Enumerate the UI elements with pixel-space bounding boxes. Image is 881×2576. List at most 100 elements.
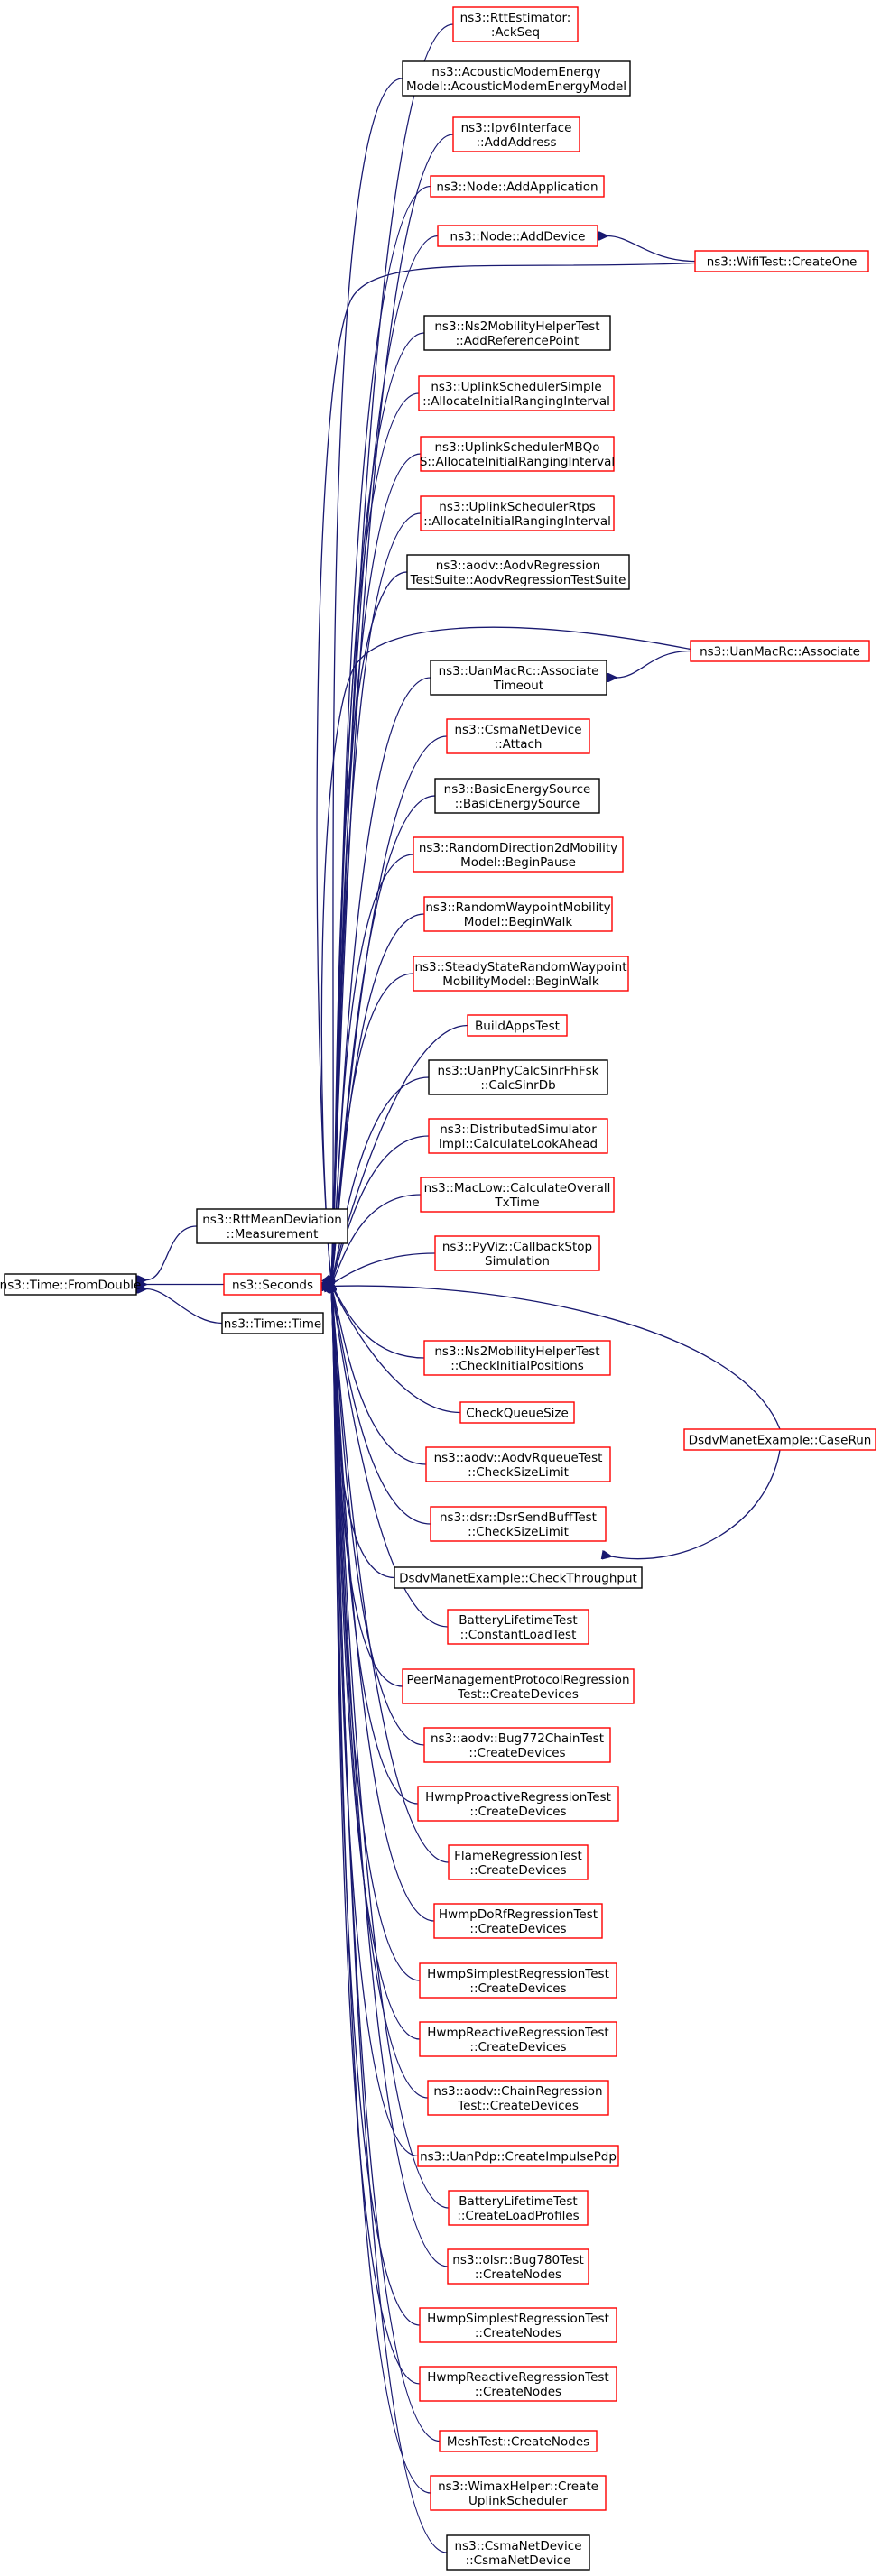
node-bug772[interactable]: ns3::aodv::Bug772ChainTest::CreateDevice… [423, 1727, 611, 1763]
node-ulrtps[interactable]: ns3::UplinkSchedulerRtps::AllocateInitia… [420, 495, 615, 531]
node-wificreateone[interactable]: ns3::WifiTest::CreateOne [694, 250, 869, 272]
node-box [419, 2366, 617, 2402]
node-distsim[interactable]: ns3::DistributedSimulatorImpl::Calculate… [428, 1118, 608, 1154]
node-label-line: ns3::UanMacRc::Associate [700, 645, 860, 660]
node-seconds[interactable]: ns3::Seconds [223, 1273, 322, 1296]
node-checkqueue[interactable]: CheckQueueSize [459, 1401, 575, 1424]
node-box [433, 1903, 603, 1939]
node-label-line: ::AddReferencePoint [456, 334, 580, 348]
node-label-line: ns3::dsr::DsrSendBuffTest [440, 1510, 597, 1525]
node-label-line: Impl::CalculateLookAhead [439, 1137, 598, 1151]
node-addapp[interactable]: ns3::Node::AddApplication [430, 175, 605, 198]
node-label-line: ::Measurement [227, 1227, 319, 1242]
node-box [430, 175, 605, 198]
node-steadystate[interactable]: ns3::SteadyStateRandomWaypointMobilityMo… [413, 956, 629, 992]
node-box [446, 2534, 590, 2571]
node-ackseq[interactable]: ns3::RttEstimator::AckSeq [452, 6, 579, 42]
node-battconst[interactable]: BatteryLifetimeTest::ConstantLoadTest [447, 1609, 589, 1645]
node-dsdvcaserun[interactable]: DsdvManetExample::CaseRun [683, 1428, 876, 1451]
node-box [413, 836, 624, 873]
node-label-line: ns3::CsmaNetDevice [454, 2539, 581, 2553]
node-box [446, 718, 590, 754]
node-label-line: ns3::UplinkSchedulerMBQo [435, 440, 600, 455]
node-acoustic: ns3::AcousticModemEnergyModel::AcousticM… [402, 60, 631, 97]
node-uanassoc[interactable]: ns3::UanMacRc::Associate [690, 640, 870, 662]
node-battload[interactable]: BatteryLifetimeTest::CreateLoadProfiles [448, 2190, 589, 2226]
node-adddevice[interactable]: ns3::Node::AddDevice [437, 225, 598, 247]
node-label-line: TestSuite::AodvRegressionTestSuite [410, 573, 626, 587]
node-peermgmt[interactable]: PeerManagementProtocolRegressionTest::Cr… [402, 1668, 635, 1704]
node-box [425, 1446, 611, 1482]
edge-wimax-to-seconds [331, 1290, 431, 2494]
node-box [467, 1014, 568, 1037]
node-label-line: ::CheckSizeLimit [468, 1525, 569, 1539]
node-ulsimple[interactable]: ns3::UplinkSchedulerSimple::AllocateInit… [418, 375, 615, 411]
node-label-line: ns3::RttMeanDeviation [202, 1213, 342, 1227]
node-meshnodes[interactable]: MeshTest::CreateNodes [439, 2430, 598, 2452]
node-label-line: ns3::DistributedSimulator [440, 1122, 597, 1137]
node-box [223, 1273, 322, 1296]
node-label-line: ns3::aodv::Bug772ChainTest [431, 1731, 604, 1746]
node-box [419, 2021, 617, 2057]
node-label-line: ns3::Time::FromDouble [0, 1279, 141, 1293]
node-box [423, 1340, 611, 1376]
edge-uanassoc-to-uanassoctimeout [617, 650, 691, 679]
node-hwmpdorf[interactable]: HwmpDoRfRegressionTest::CreateDevices [433, 1903, 603, 1939]
node-label-line: S::AllocateInitialRangingInterval [420, 455, 615, 469]
node-label-line: ::CreateDevices [469, 1922, 566, 1936]
node-aodvchain[interactable]: ns3::aodv::ChainRegressionTest::CreateDe… [427, 2080, 609, 2116]
node-uanpdp[interactable]: ns3::UanPdp::CreateImpulsePdp [417, 2145, 619, 2167]
node-label-line: ::CheckInitialPositions [450, 1359, 584, 1373]
edge-dsdvcaserun-to-dsdvcheck [611, 1449, 781, 1559]
node-aodvrqueue[interactable]: ns3::aodv::AodvRqueueTest::CheckSizeLimi… [425, 1446, 611, 1482]
node-label-line: FlameRegressionTest [454, 1849, 582, 1863]
node-box [430, 660, 607, 696]
node-hwmpsimplest[interactable]: HwmpSimplestRegressionTest::CreateDevice… [419, 1962, 617, 1999]
node-box [423, 896, 613, 932]
node-box [413, 956, 629, 992]
node-label-line: Test::CreateDevices [457, 1687, 579, 1702]
node-label-line: DsdvManetExample::CaseRun [689, 1434, 872, 1448]
node-box [428, 1059, 608, 1095]
node-label-line: ns3::RandomDirection2dMobility [419, 841, 617, 855]
node-ns2check[interactable]: ns3::Ns2MobilityHelperTest::CheckInitial… [423, 1340, 611, 1376]
node-olsrbug[interactable]: ns3::olsr::Bug780Test::CreateNodes [447, 2248, 589, 2285]
node-hwmpreactive[interactable]: HwmpReactiveRegressionTest::CreateDevice… [419, 2021, 617, 2057]
node-box [420, 1177, 615, 1213]
node-box [4, 1273, 137, 1296]
node-label-line: ns3::AcousticModemEnergy [431, 65, 600, 79]
node-randdir[interactable]: ns3::RandomDirection2dMobilityModel::Beg… [413, 836, 624, 873]
node-label-line: ns3::Node::AddDevice [450, 230, 586, 245]
node-hwmpsimplestnodes[interactable]: HwmpSimplestRegressionTest::CreateNodes [419, 2307, 617, 2343]
node-box [418, 375, 615, 411]
node-hwmpreactivenodes[interactable]: HwmpReactiveRegressionTest::CreateNodes [419, 2366, 617, 2402]
node-label-line: ns3::Seconds [232, 1279, 313, 1293]
node-csmaattach[interactable]: ns3::CsmaNetDevice::Attach [446, 718, 590, 754]
node-label-line: ns3::aodv::AodvRegression [436, 559, 600, 573]
node-box [420, 495, 615, 531]
node-randway[interactable]: ns3::RandomWaypointMobilityModel::BeginW… [423, 896, 613, 932]
node-dsrsend[interactable]: ns3::dsr::DsrSendBuffTest::CheckSizeLimi… [430, 1506, 607, 1542]
edge-wificreateone-to-adddevice [607, 236, 696, 263]
node-label-line: Model::BeginWalk [464, 915, 573, 929]
edge-uanpdp-to-seconds [331, 1290, 419, 2157]
node-flame[interactable]: FlameRegressionTest::CreateDevices [448, 1844, 589, 1880]
node-buildapps[interactable]: BuildAppsTest [467, 1014, 568, 1037]
node-label-line: BatteryLifetimeTest [459, 2194, 577, 2209]
node-label-line: ns3::SteadyStateRandomWaypoint [414, 960, 626, 974]
node-box [420, 436, 615, 472]
nodes-layer: ns3::Time::FromDouble ns3::RttMeanDeviati… [0, 6, 876, 2571]
node-label-line: ::CreateNodes [475, 2326, 561, 2341]
node-label-line: ns3::BasicEnergySource [444, 782, 591, 797]
node-hwmpproactive[interactable]: HwmpProactiveRegressionTest::CreateDevic… [417, 1786, 619, 1822]
node-ipv6addaddr[interactable]: ns3::Ipv6Interface::AddAddress [452, 116, 580, 152]
node-box [447, 2248, 589, 2285]
node-ulmbqos[interactable]: ns3::UplinkSchedulerMBQoS::AllocateIniti… [420, 436, 615, 472]
node-timetime: ns3::Time::Time [221, 1312, 324, 1334]
node-label-line: ns3::RttEstimator: [460, 11, 571, 25]
node-box [417, 2145, 619, 2167]
